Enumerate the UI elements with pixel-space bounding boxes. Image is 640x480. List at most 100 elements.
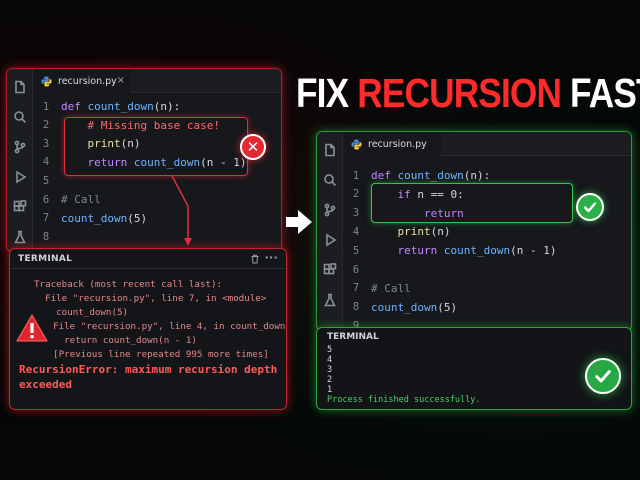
left-terminal-label: TERMINAL [18, 253, 73, 264]
output-line: 4 [327, 355, 333, 365]
flask-icon[interactable] [13, 229, 27, 244]
code-line: 3 return [343, 204, 464, 223]
output-line: 1 [327, 385, 333, 395]
files-icon[interactable] [13, 79, 27, 94]
code-line: 5 return count_down(n - 1) [343, 241, 557, 260]
traceback-line: Traceback (most recent call last): [34, 279, 223, 290]
output-line: 5 [327, 345, 333, 355]
code-line: 4 print(n) [343, 222, 451, 241]
success-check-icon [585, 358, 621, 394]
line-number: 3 [352, 207, 360, 220]
code-line: 1 def count_down(n): [343, 166, 490, 185]
line-number: 6 [352, 263, 360, 276]
code-text: # Missing base case! [61, 118, 220, 132]
line-number: 7 [352, 282, 360, 295]
code-text: def count_down(n): [61, 100, 181, 113]
title-word-recursion: RECURSION [357, 70, 562, 116]
python-file-icon [41, 75, 52, 87]
more-options-icon[interactable]: ··· [264, 251, 278, 264]
run-icon[interactable] [323, 232, 337, 247]
code-line: 2 # Missing base case! [33, 116, 220, 135]
checkmark-icon [576, 193, 604, 221]
line-number: 6 [42, 193, 50, 206]
title-word-fast: FAST [570, 70, 640, 116]
code-line: 8 count_down(5) [343, 298, 457, 317]
code-text: print(n) [61, 137, 141, 151]
code-text: count_down(5) [61, 211, 148, 225]
code-text: print(n) [371, 225, 451, 239]
files-icon[interactable] [323, 142, 337, 157]
line-number: 2 [42, 119, 50, 132]
left-terminal-panel: TERMINAL ··· Traceback (most recent call… [9, 248, 287, 410]
traceback-line: count_down(5) [34, 307, 129, 318]
right-terminal-panel: TERMINAL 5 4 3 2 1 Process finished succ… [316, 327, 632, 410]
run-icon[interactable] [13, 169, 27, 184]
title-word-fix: FIX [296, 70, 349, 116]
output-line: 2 [327, 375, 333, 385]
recursion-error-line: RecursionError: maximum recursion depth [19, 363, 278, 376]
source-control-icon[interactable] [13, 139, 27, 154]
left-tab-close-icon[interactable]: × [116, 75, 125, 86]
fix-highlight-box [371, 183, 573, 223]
line-number: 5 [352, 244, 360, 257]
code-text: # Call [61, 193, 101, 206]
traceback-line: [Previous line repeated 995 more times] [42, 349, 269, 360]
left-tab-label: recursion.py [58, 75, 117, 87]
code-text: # Call [371, 281, 411, 295]
code-text: def count_down(n): [371, 169, 491, 182]
line-number: 8 [42, 230, 50, 243]
right-tab-label: recursion.py [368, 138, 427, 150]
traceback-line: return count_down(n - 1) [42, 335, 197, 346]
warning-icon [16, 313, 48, 342]
output-line: 3 [327, 365, 333, 375]
line-number: 7 [42, 212, 50, 225]
recursion-error-line: exceeded [19, 378, 72, 391]
line-number: 4 [42, 156, 50, 169]
code-text: return [371, 206, 464, 220]
code-line: 5 [33, 171, 61, 190]
left-activity-bar [7, 69, 33, 251]
traceback-line: File "recursion.py", line 4, in count_do… [42, 321, 286, 332]
code-line: 9 [343, 316, 371, 331]
trash-icon[interactable] [250, 254, 260, 264]
right-arrow-icon [286, 210, 312, 234]
code-text: count_down(5) [371, 300, 458, 314]
left-terminal-header: TERMINAL ··· [10, 249, 286, 269]
process-status: Process finished successfully. [327, 395, 481, 405]
flask-icon[interactable] [323, 292, 337, 307]
line-number: 8 [352, 301, 360, 314]
left-editor-tab[interactable]: recursion.py × [33, 69, 131, 93]
code-text: return count_down(n - 1) [371, 244, 557, 258]
extensions-icon[interactable] [13, 199, 27, 213]
traceback-line: File "recursion.py", line 7, in <module> [34, 293, 267, 304]
code-text: if n == 0: [371, 187, 464, 201]
line-number: 2 [352, 188, 360, 201]
right-editor-window: recursion.py 1 def count_down(n): 2 if n =… [316, 131, 632, 331]
extensions-icon[interactable] [323, 262, 337, 276]
page-title: FIX RECURSION FAST [296, 70, 640, 117]
line-number: 4 [352, 225, 360, 238]
right-activity-bar [317, 132, 343, 330]
line-number: 9 [352, 319, 360, 331]
code-line: 6 # Call [33, 190, 101, 209]
line-number: 3 [42, 137, 50, 150]
search-icon[interactable] [323, 172, 337, 187]
search-icon[interactable] [13, 109, 27, 124]
error-x-icon: ✕ [240, 134, 266, 160]
code-line: 7 # Call [343, 279, 411, 298]
line-number: 5 [42, 174, 50, 187]
right-terminal-label: TERMINAL [327, 332, 379, 342]
line-number: 1 [352, 169, 360, 182]
code-line: 3 print(n) [33, 134, 141, 153]
code-line: 4 return count_down(n - 1) [33, 153, 247, 172]
code-line: 7 count_down(5) [33, 209, 147, 228]
code-line: 8 [33, 227, 61, 246]
right-tab-bar: recursion.py [343, 132, 631, 156]
code-text: return count_down(n - 1) [61, 155, 247, 169]
source-control-icon[interactable] [323, 202, 337, 217]
error-highlight-box [64, 117, 248, 176]
code-line: 2 if n == 0: [343, 185, 464, 204]
right-editor-tab[interactable]: recursion.py [343, 132, 441, 156]
